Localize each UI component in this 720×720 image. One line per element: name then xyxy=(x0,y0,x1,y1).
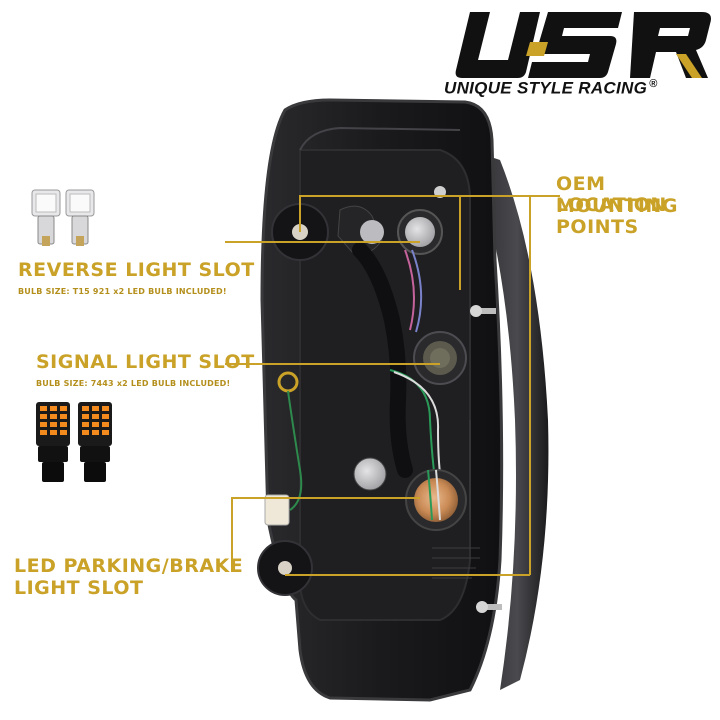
callout-oem-line-a xyxy=(299,195,560,232)
callout-parking-line xyxy=(231,497,420,572)
callout-parking-line2: LIGHT SLOT xyxy=(14,577,144,599)
parking-brake-socket xyxy=(405,469,467,531)
callout-signal-title: SIGNAL LIGHT SLOT xyxy=(36,351,255,373)
brand-name: UNIQUE STYLE RACING® xyxy=(444,78,658,98)
mounting-post-bottom-left xyxy=(257,540,313,596)
t15-bulb-2 xyxy=(65,189,95,246)
7443-bulb-2 xyxy=(78,402,112,482)
7443-bulb-1 xyxy=(36,402,70,482)
ground-wire xyxy=(287,390,303,511)
reverse-socket xyxy=(397,209,443,255)
callout-parking-line1: LED PARKING/BRAKE xyxy=(14,555,244,577)
screw-right-upper xyxy=(470,305,496,317)
callout-reverse-title: REVERSE LIGHT SLOT xyxy=(18,259,255,281)
t15-bulb-1 xyxy=(31,189,61,246)
callout-reverse-bulb-size: BULB SIZE: T15 921 x2 LED BULB INCLUDED! xyxy=(18,287,227,296)
signal-socket xyxy=(413,331,467,385)
wire-bundle xyxy=(352,242,413,478)
reverse-boot-cap xyxy=(360,220,384,244)
usr-logo xyxy=(455,12,711,78)
embossed-marks xyxy=(432,420,480,579)
callout-lines xyxy=(225,195,560,576)
callout-oem-line2: MOUNTING POINTS xyxy=(556,195,678,238)
callout-signal-bulb-size: BULB SIZE: 7443 x2 LED BULB INCLUDED! xyxy=(36,379,231,388)
screw-right-lower xyxy=(476,601,502,613)
lens-edge xyxy=(470,150,549,690)
callout-oem-line1: OEM LOCATION xyxy=(556,173,667,216)
connector-plug xyxy=(264,494,290,526)
gray-cap xyxy=(353,457,387,491)
registered-mark: ® xyxy=(649,78,658,90)
housing-ridge xyxy=(299,126,461,151)
